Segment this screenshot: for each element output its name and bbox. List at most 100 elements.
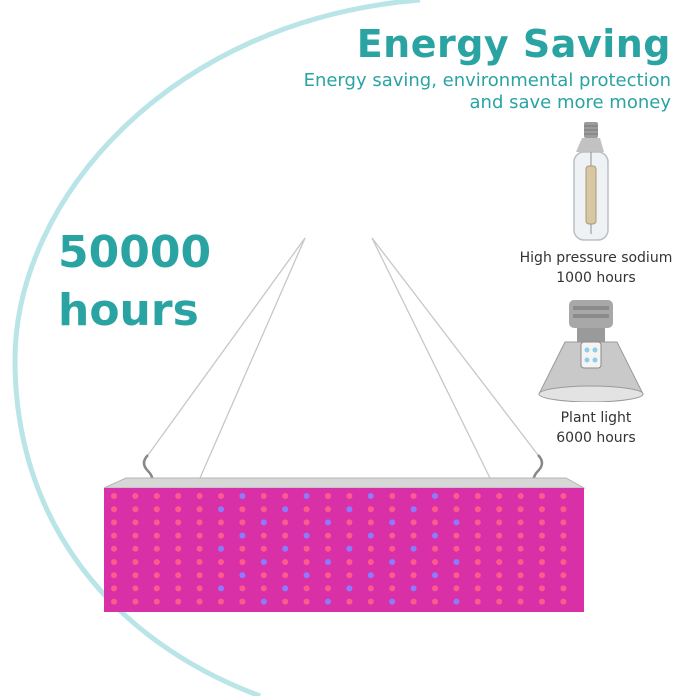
- led-dot: [153, 506, 160, 513]
- led-dot: [239, 559, 246, 565]
- led-dot: [303, 585, 310, 592]
- led-dot: [196, 598, 203, 605]
- led-dot: [218, 598, 224, 605]
- led-dot: [132, 519, 139, 526]
- led-dot: [517, 559, 524, 565]
- led-dot: [517, 572, 524, 579]
- led-dot: [346, 585, 353, 592]
- led-dot: [218, 545, 224, 552]
- led-dot: [539, 545, 545, 552]
- led-dot: [432, 545, 438, 552]
- led-dot: [432, 598, 438, 605]
- led-dot: [496, 506, 503, 513]
- led-dot: [239, 545, 246, 552]
- led-dot: [453, 493, 460, 499]
- led-dot: [453, 532, 460, 539]
- led-dot: [432, 585, 438, 592]
- led-dot: [539, 572, 545, 579]
- led-dot: [367, 585, 374, 592]
- led-dot: [282, 493, 289, 499]
- led-dot: [389, 598, 396, 605]
- led-dot: [153, 585, 160, 592]
- led-dot: [389, 532, 396, 539]
- comparison-sodium-name: High pressure sodium: [519, 250, 673, 266]
- led-dot: [474, 585, 481, 592]
- led-dot: [346, 598, 353, 605]
- led-dot: [560, 585, 567, 592]
- led-dot: [132, 585, 139, 592]
- led-dot: [367, 572, 374, 579]
- led-dot: [367, 519, 374, 526]
- led-dot: [560, 545, 567, 552]
- led-dot: [453, 506, 460, 513]
- led-dot: [560, 598, 567, 605]
- led-dot: [282, 598, 289, 605]
- led-dot: [303, 545, 310, 552]
- led-dot: [496, 598, 503, 605]
- led-dot: [260, 559, 267, 565]
- led-dot: [282, 572, 289, 579]
- led-dot: [367, 545, 374, 552]
- led-dot: [218, 493, 224, 499]
- led-dot: [282, 545, 289, 552]
- led-dot: [517, 585, 524, 592]
- led-dot: [175, 585, 182, 592]
- led-dot: [474, 506, 481, 513]
- led-dot: [474, 532, 481, 539]
- led-dot: [303, 506, 310, 513]
- led-dot: [218, 532, 224, 539]
- led-dot: [175, 559, 182, 565]
- led-dot: [132, 532, 139, 539]
- led-dot: [153, 493, 160, 499]
- led-dot: [539, 506, 545, 513]
- led-dot: [453, 519, 460, 526]
- led-dot: [239, 493, 246, 499]
- led-dot: [496, 572, 503, 579]
- led-dot: [367, 493, 374, 499]
- subtitle-line-2: and save more money: [469, 92, 671, 113]
- led-dot: [196, 493, 203, 499]
- led-dot: [539, 493, 545, 499]
- comparison-plant-light-hours: 6000 hours: [556, 430, 636, 446]
- led-dot: [111, 585, 117, 592]
- led-dot: [496, 585, 503, 592]
- led-dot: [196, 532, 203, 539]
- led-dot: [410, 545, 417, 552]
- lifespan-label: 50000 hours: [58, 224, 211, 340]
- led-dot: [560, 559, 567, 565]
- led-dot: [132, 598, 139, 605]
- led-dot: [196, 506, 203, 513]
- led-dot: [196, 585, 203, 592]
- led-dot: [260, 585, 267, 592]
- led-dot: [325, 598, 331, 605]
- led-dot: [325, 585, 331, 592]
- led-dot: [239, 598, 246, 605]
- led-dot: [560, 572, 567, 579]
- led-dot: [239, 506, 246, 513]
- led-dot: [239, 519, 246, 526]
- led-dot: [260, 532, 267, 539]
- led-dot: [282, 559, 289, 565]
- led-dot: [367, 506, 374, 513]
- led-dot: [196, 545, 203, 552]
- led-dot: [282, 585, 289, 592]
- led-dot: [410, 532, 417, 539]
- led-dot: [389, 572, 396, 579]
- led-dot: [175, 545, 182, 552]
- led-dot: [496, 545, 503, 552]
- led-dot: [111, 545, 117, 552]
- led-dot: [346, 572, 353, 579]
- led-dot: [325, 532, 331, 539]
- led-dot: [474, 572, 481, 579]
- led-dot: [517, 545, 524, 552]
- led-dot: [517, 493, 524, 499]
- led-dot: [560, 493, 567, 499]
- led-dot: [474, 545, 481, 552]
- led-dot: [175, 519, 182, 526]
- led-dot: [410, 493, 417, 499]
- led-dot: [325, 519, 331, 526]
- led-dot: [282, 519, 289, 526]
- comparison-plant-light-name: Plant light: [560, 410, 632, 426]
- led-dot: [517, 519, 524, 526]
